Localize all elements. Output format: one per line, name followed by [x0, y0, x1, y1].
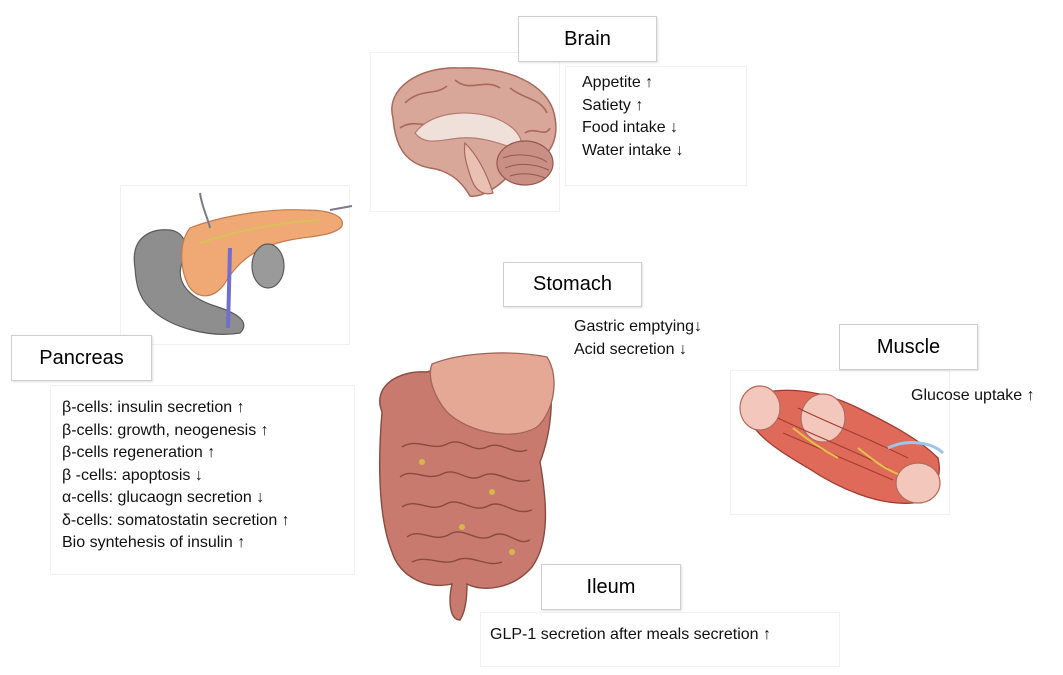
pancreas-effects: β-cells: insulin secretion ↑ β-cells: gr… — [62, 397, 290, 555]
pancreas-title: Pancreas — [39, 347, 124, 370]
brain-effect-item: Appetite ↑ — [582, 72, 684, 95]
ileum-effects: GLP-1 secretion after meals secretion ↑ — [490, 624, 771, 647]
ileum-effect-item: GLP-1 secretion after meals secretion ↑ — [490, 624, 771, 647]
brain-title: Brain — [564, 28, 611, 51]
pancreas-effect-item: β-cells: insulin secretion ↑ — [62, 397, 290, 420]
muscle-effect-item: Glucose uptake ↑ — [911, 385, 1035, 408]
stomach-effect-item: Gastric emptying↓ — [574, 316, 702, 339]
pancreas-effect-item: α-cells: glucaogn secretion ↓ — [62, 487, 290, 510]
muscle-title: Muscle — [877, 336, 940, 359]
stomach-title: Stomach — [533, 273, 612, 296]
muscle-label: Muscle — [839, 324, 978, 370]
brain-effect-item: Satiety ↑ — [582, 95, 684, 118]
stomach-effect-item: Acid secretion ↓ — [574, 339, 702, 362]
stomach-effects: Gastric emptying↓ Acid secretion ↓ — [574, 316, 702, 361]
pancreas-label: Pancreas — [11, 335, 152, 381]
pancreas-effect-item: β-cells regeneration ↑ — [62, 442, 290, 465]
muscle-effects: Glucose uptake ↑ — [911, 385, 1035, 408]
pancreas-effect-item: Bio syntehesis of insulin ↑ — [62, 532, 290, 555]
brain-effects: Appetite ↑ Satiety ↑ Food intake ↓ Water… — [582, 72, 684, 162]
intestine-illustration — [372, 352, 562, 622]
pancreas-effect-item: δ-cells: somatostatin secretion ↑ — [62, 510, 290, 533]
pancreas-effect-item: β-cells: growth, neogenesis ↑ — [62, 420, 290, 443]
brain-label: Brain — [518, 16, 657, 62]
brain-effect-item: Water intake ↓ — [582, 140, 684, 163]
ileum-label: Ileum — [541, 564, 681, 610]
pancreas-effect-item: β -cells: apoptosis ↓ — [62, 465, 290, 488]
ileum-title: Ileum — [587, 576, 636, 599]
stomach-label: Stomach — [503, 262, 642, 307]
brain-illustration — [375, 58, 565, 208]
brain-effect-item: Food intake ↓ — [582, 117, 684, 140]
pancreas-illustration — [130, 188, 355, 338]
